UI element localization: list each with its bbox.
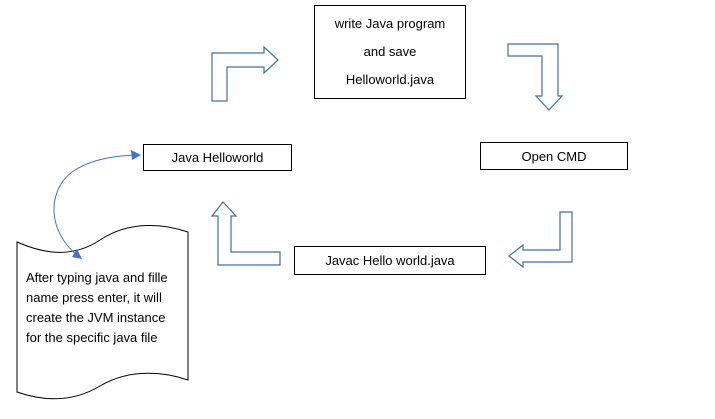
javac-compile-box: Javac Hello world.java: [294, 246, 486, 275]
write-program-line-1: write Java program: [334, 16, 446, 31]
note-text: After typing java and fille name press e…: [26, 268, 206, 348]
write-program-line-2: and save: [363, 44, 417, 59]
java-run-label: Java Helloworld: [171, 150, 264, 165]
javac-compile-label: Javac Hello world.java: [325, 253, 455, 268]
note-connector-arrow: [53, 154, 135, 257]
note-line-1: After typing java and fille: [26, 270, 168, 285]
write-program-box: write Java program and save Helloworld.j…: [314, 5, 466, 99]
bent-arrow-down-left: [508, 211, 573, 269]
write-program-line-3: Helloworld.java: [345, 72, 435, 87]
bent-arrow-up-right: [211, 45, 279, 102]
bent-arrow-left-up: [210, 201, 281, 266]
bent-arrow-right-down: [507, 43, 564, 111]
open-cmd-label: Open CMD: [521, 148, 587, 164]
note-line-3: create the JVM instance: [26, 310, 166, 325]
connector-arrowhead-bottom: [72, 249, 82, 259]
connector-arrowhead-top: [131, 150, 141, 160]
java-run-box: Java Helloworld: [143, 144, 292, 171]
open-cmd-box: Open CMD: [480, 142, 628, 170]
note-line-4: for the specific java file: [26, 330, 158, 345]
note-line-2: name press enter, it will: [26, 290, 162, 305]
